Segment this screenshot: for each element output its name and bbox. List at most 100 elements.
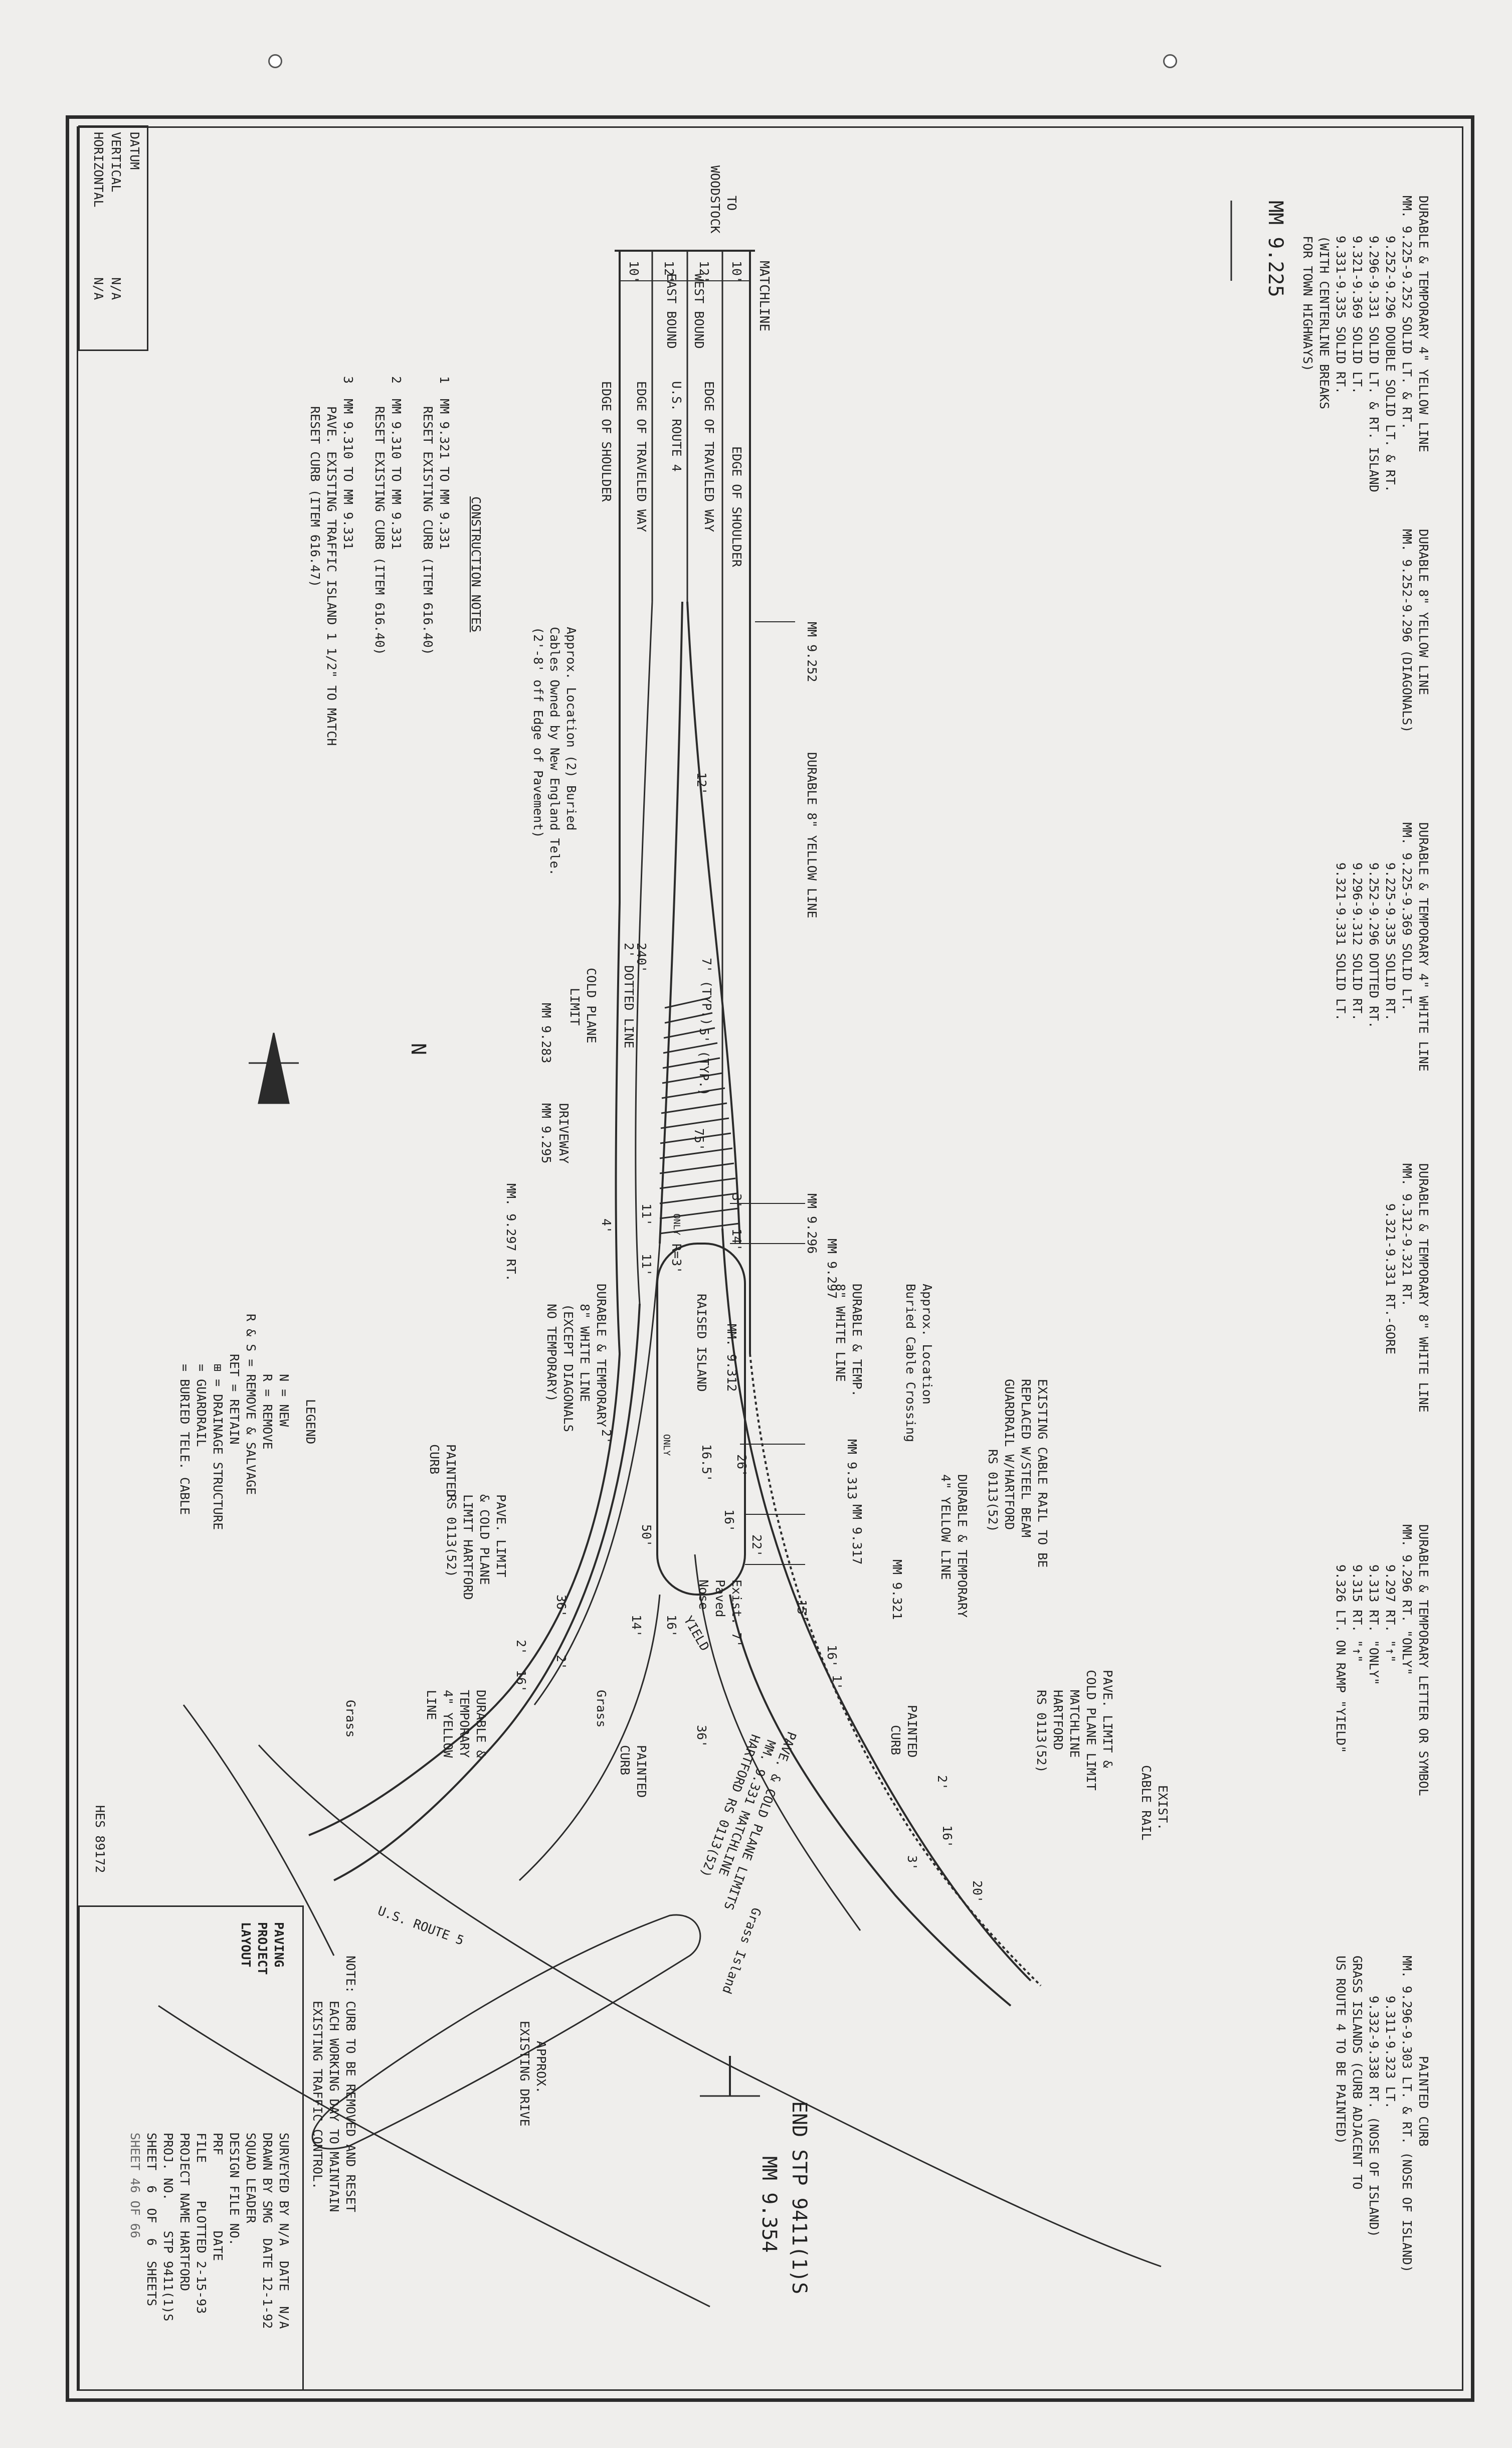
dim-16b: 16' [825, 1645, 839, 1668]
dim-12-eb: 12' [662, 261, 676, 284]
dim-2c: 2' [554, 1655, 569, 1670]
callout-painted-curb: PAINTED CURB [888, 1705, 919, 1758]
dim-16e: 16' [514, 1670, 528, 1693]
punch-hole [1163, 54, 1177, 68]
ramp-edge-inner [729, 1594, 1012, 2007]
callout-dt-8-white-2: DURABLE & TEMPORARY 8" WHITE LINE (EXCEP… [544, 1284, 609, 1432]
curb-note: NOTE: CURB TO BE REMOVED AND RESET EACH … [310, 1956, 358, 2212]
dim-14b: 14' [629, 1615, 644, 1638]
callout-cold-plane: COLD PLANE LIMIT [568, 968, 599, 1043]
callout-cable-rail: EXISTING CABLE RAIL TO BE REPLACED W/STE… [986, 1379, 1050, 1568]
mm-end-label: MM 9.354 [758, 2156, 781, 2253]
datum-vertical: VERTICAL [109, 132, 123, 193]
callout-painted-curb-2: PAINTED CURB [618, 1745, 649, 1798]
north-arrow-shape [249, 1032, 299, 1104]
dim-dotted: 2' DOTTED LINE [622, 943, 636, 1048]
dim-16-5: 16.5' [699, 1444, 714, 1482]
mm-9313: MM 9.313 [845, 1439, 859, 1500]
dim-12-mid: 12' [694, 772, 709, 795]
dim-2b: 2' [514, 1640, 528, 1655]
dim-16c: 16' [940, 1825, 955, 1848]
label-grass: Grass [594, 1690, 609, 1728]
dim-11a: 11' [639, 1203, 654, 1227]
datum-horizontal-value: N/A [91, 277, 106, 300]
dim-36b: 36' [554, 1595, 569, 1618]
dim-22: 22' [749, 1534, 764, 1557]
dim-4: 4' [599, 1218, 614, 1234]
datum-horizontal: HORIZONTAL [91, 132, 106, 208]
callout-exist-paved: Exist. 7' Paved Nose [696, 1580, 744, 1648]
legend: LEGEND N = NEW R = REMOVE R & S = REMOVE… [177, 1314, 318, 1530]
mm-9295: MM 9.295 [539, 1103, 553, 1164]
datum-vertical-value: N/A [109, 277, 123, 300]
island-bottom-edge [659, 601, 683, 1244]
mm-9283: MM 9.283 [539, 1003, 553, 1064]
mm-9296: MM 9.296 [805, 1193, 819, 1254]
lower-curve-1 [333, 1303, 641, 1881]
dim-16: 16' [722, 1509, 736, 1532]
north-label: N [407, 1043, 430, 1056]
title-block: PAVING PROJECT LAYOUT SURVEYED BY N/A DA… [78, 1905, 304, 2391]
right-lane-edge [635, 601, 653, 1304]
dim-20: 20' [970, 1880, 985, 1903]
us5-edge-2 [158, 2005, 710, 2308]
mm-9317: MM 9.317 [850, 1504, 864, 1565]
label-west-bound: WEST BOUND [692, 273, 706, 349]
dim-5-typ: 5' (TYP.) [697, 1028, 711, 1096]
dim-15: 15' [795, 1600, 809, 1623]
dim-16d: 16' [664, 1615, 679, 1638]
dim-1: 1' [830, 1675, 844, 1690]
title-block-title: PAVING PROJECT LAYOUT [239, 1922, 286, 1975]
label-only-1: ONLY [671, 1213, 682, 1236]
dim-10-top: 10' [729, 261, 744, 284]
callout-driveway: DRIVEWAY [556, 1103, 571, 1164]
dim-11b: 11' [639, 1254, 654, 1277]
us5-edge-1 [258, 1744, 1162, 2267]
dim-26: 26' [734, 1454, 749, 1477]
to-woodstock: TO WOODSTOCK [708, 165, 739, 234]
label-grass-2: Grass [343, 1700, 358, 1738]
island-top-edge [686, 601, 741, 1244]
hes-number: HES 89172 [93, 1805, 107, 1873]
label-route: U.S. ROUTE 4 [669, 381, 684, 472]
label-raised-island: RAISED ISLAND [694, 1294, 709, 1392]
dim-r3: R=3' [669, 1244, 684, 1274]
dim-36: 36' [694, 1725, 709, 1748]
label-edge-shoulder-top: EDGE OF SHOULDER [729, 446, 744, 567]
mm-9297-rt: MM. 9.297 RT. [504, 1183, 518, 1282]
callout-exist-drive: APPROX. EXISTING DRIVE [517, 2021, 548, 2127]
construction-notes: CONSTRUCTION NOTES 1 MM 9.321 TO MM 9.33… [308, 376, 483, 746]
mm-9252: MM 9.252 [805, 622, 819, 682]
lower-curve-2 [308, 1353, 621, 1836]
mm-9321: MM 9.321 [890, 1559, 904, 1620]
cable-rail [749, 1353, 1042, 1987]
callout-pave-limit-2: PAVE. LIMIT & COLD PLANE LIMIT HARTFORD … [444, 1494, 508, 1600]
dim-10-bottom: 10' [627, 261, 641, 284]
callout-dt-8-white: DURABLE & TEMP. 8" WHITE LINE [833, 1284, 864, 1397]
mm-9312: MM. 9.312 [724, 1324, 739, 1392]
dim-7-typ: 7' (TYP.) [699, 958, 714, 1026]
dim-12-wb: 12' [697, 261, 711, 284]
callout-dt-4-yellow: DURABLE & TEMPORARY 4" YELLOW LINE [938, 1474, 970, 1618]
title-block-fields: SURVEYED BY N/A DATE N/A DRAWN BY SMG DA… [128, 2133, 291, 2329]
matchline-text: MATCHLINE [757, 261, 772, 331]
dim-3b: 3' [905, 1855, 919, 1871]
callout-buried-cable: Approx. Location (2) Buried Cables Owned… [531, 627, 579, 876]
grass-island-outline [311, 1914, 701, 2150]
dim-3: 3' [729, 1193, 744, 1209]
callout-dt-4-yellow-2: DURABLE & TEMPORARY 4" YELLOW LINE [424, 1690, 488, 1758]
end-project-label: END STP 9411(1)S [788, 2101, 811, 2295]
punch-hole [268, 54, 282, 68]
callout-painted-curb-3: PAINTED CURB [427, 1444, 458, 1497]
island-hatching [659, 997, 739, 1235]
label-only-2: ONLY [661, 1434, 672, 1456]
label-east-bound: EAST BOUND [664, 273, 679, 349]
label-edge-shoulder-bottom: EDGE OF SHOULDER [599, 381, 614, 502]
dim-2: 2' [935, 1775, 950, 1791]
label-edge-traveled-bottom: EDGE OF TRAVELED WAY [634, 381, 649, 533]
datum-box: DATUM VERTICAL HORIZONTAL N/A N/A [78, 125, 148, 351]
dim-50: 50' [639, 1524, 654, 1547]
